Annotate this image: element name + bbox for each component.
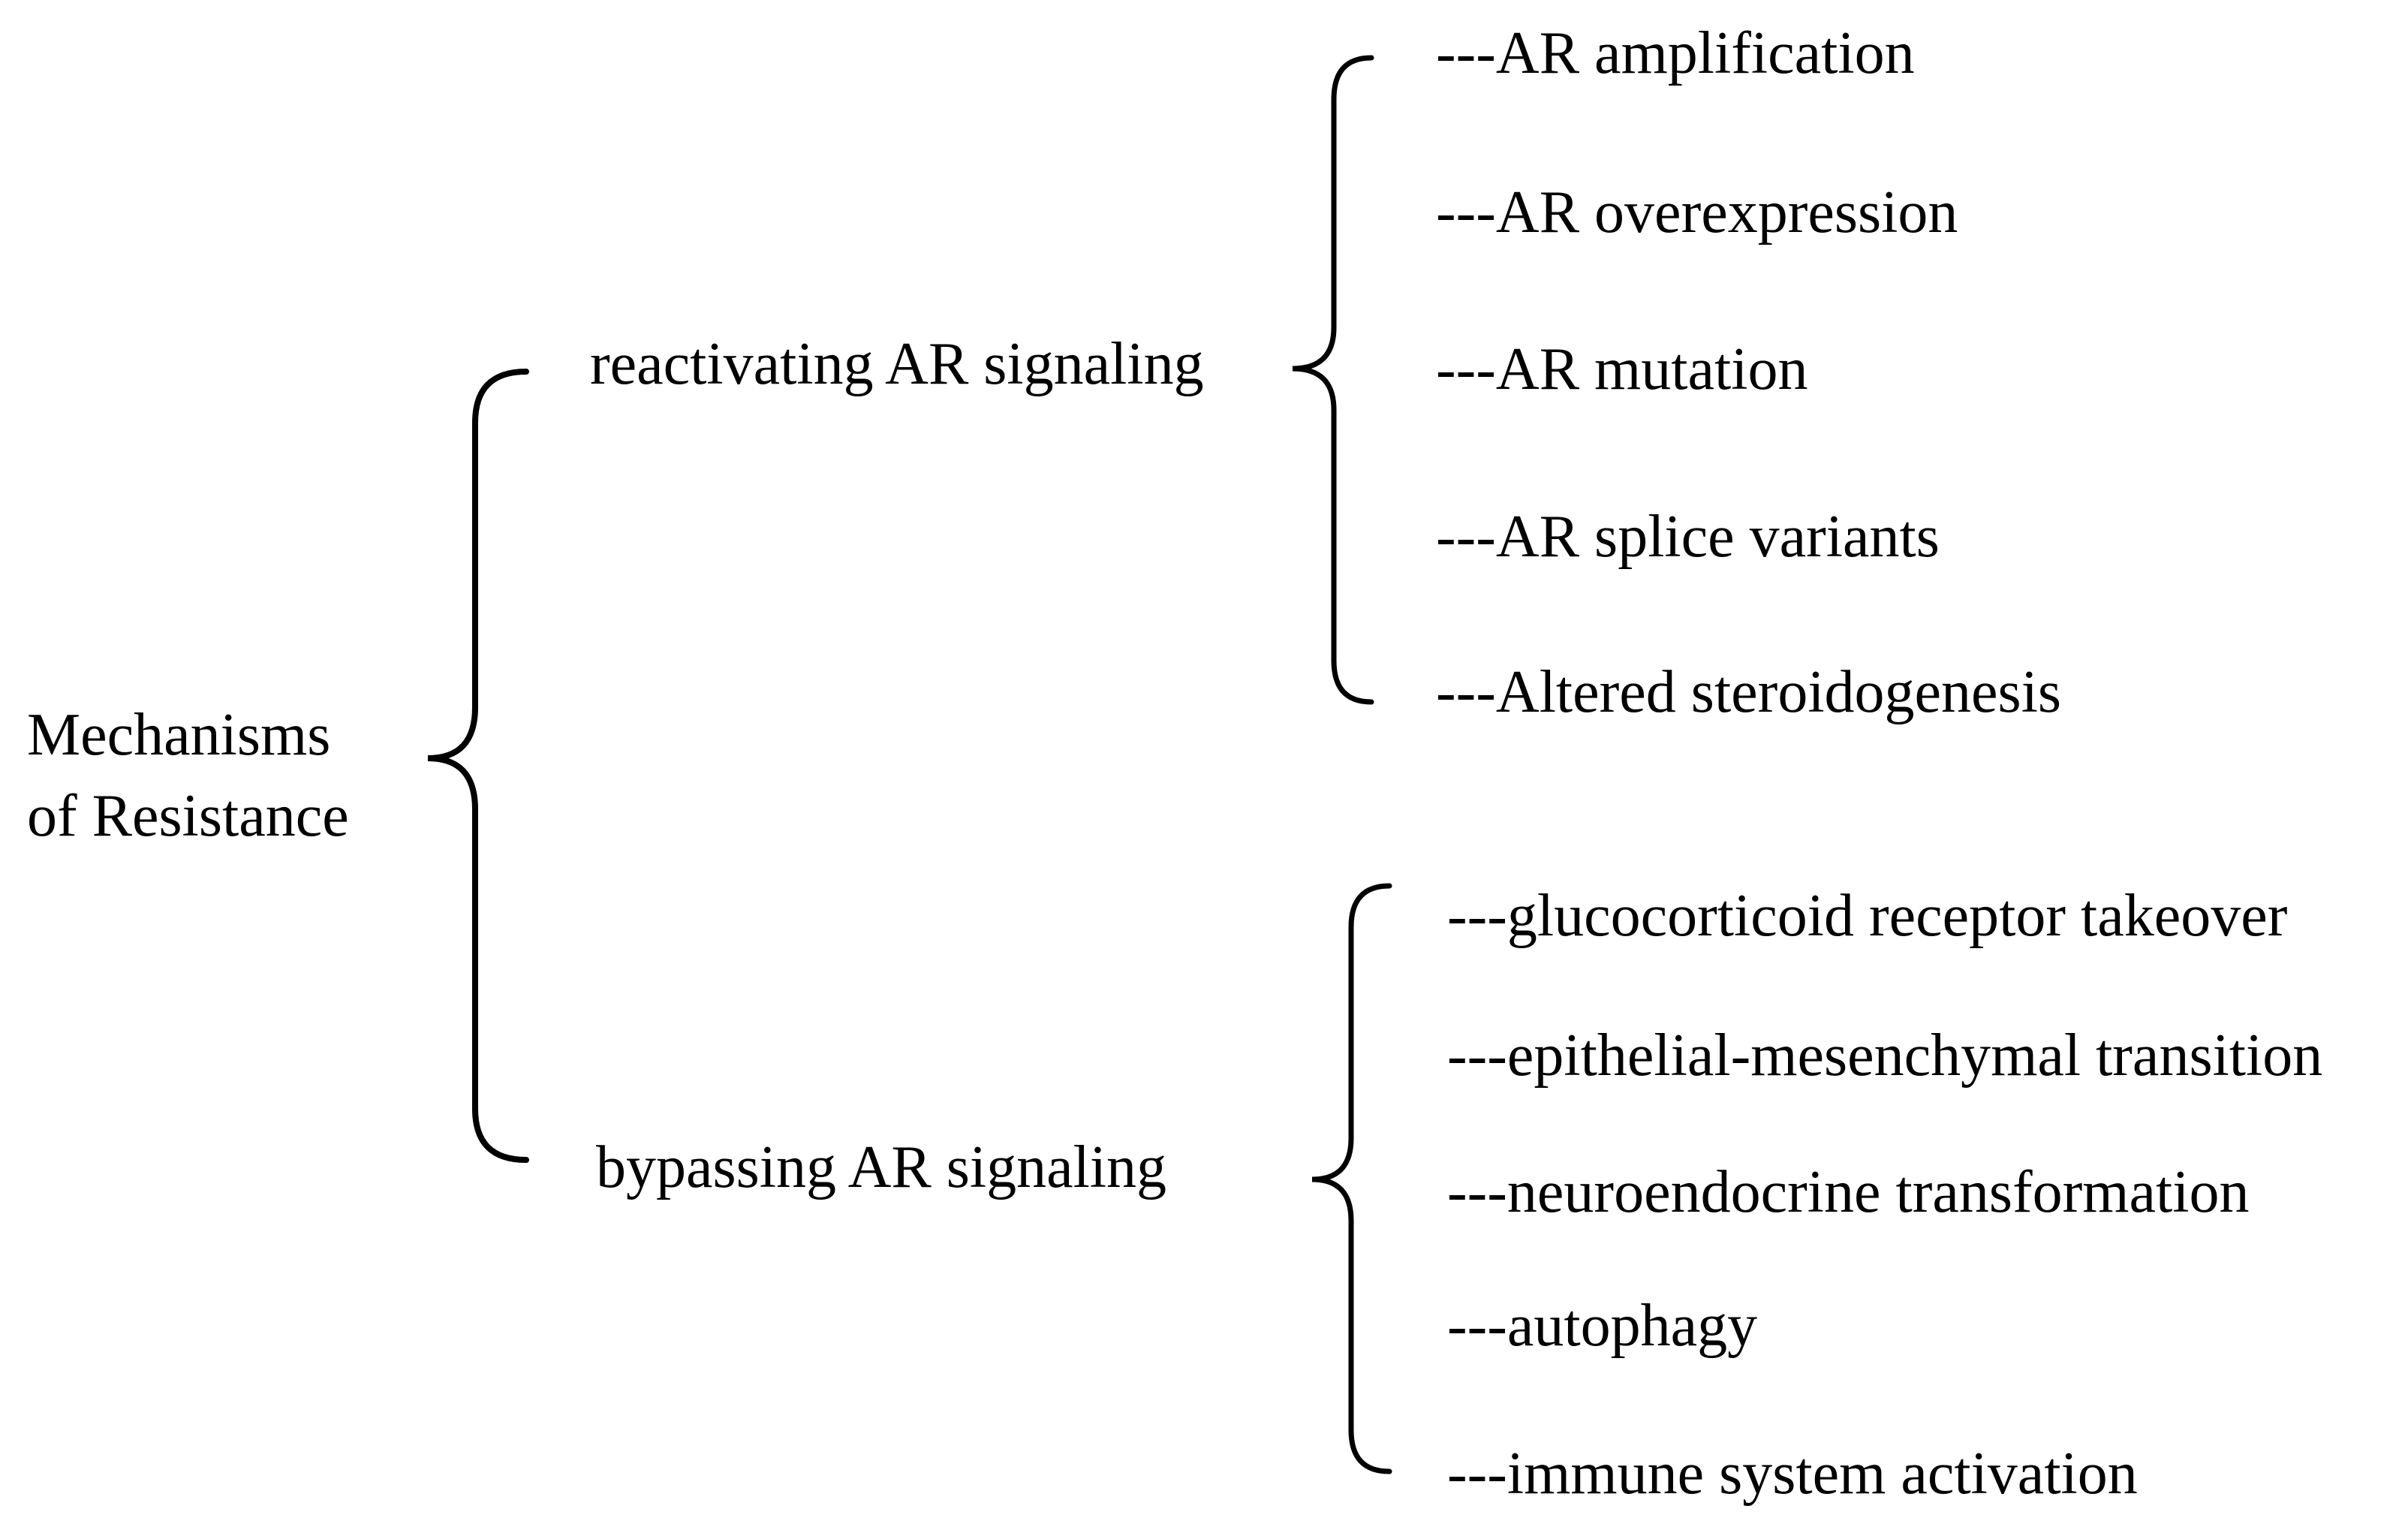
- item-ar-splice-variants: ---AR splice variants: [1436, 504, 1940, 570]
- item-neuroendocrine-transformation: ---neuroendocrine transformation: [1447, 1159, 2250, 1225]
- bypassing-branch-brace: [1311, 883, 1392, 1474]
- item-ar-overexpression: ---AR overexpression: [1436, 179, 1958, 245]
- branch-label-reactivating-ar-signaling: reactivating AR signaling: [590, 331, 1204, 397]
- item-ar-amplification: ---AR amplification: [1436, 20, 1915, 86]
- item-epithelial-mesenchymal-transition: ---epithelial-mesenchymal transition: [1447, 1023, 2323, 1089]
- item-ar-mutation: ---AR mutation: [1436, 336, 1808, 402]
- item-immune-system-activation: ---immune system activation: [1447, 1441, 2138, 1507]
- item-altered-steroidogenesis: ---Altered steroidogenesis: [1436, 659, 2062, 725]
- item-autophagy: ---autophagy: [1447, 1293, 1758, 1359]
- branch-label-bypassing-ar-signaling: bypassing AR signaling: [596, 1134, 1167, 1200]
- root-label-line-2: of Resistance: [27, 783, 349, 849]
- item-glucocorticoid-receptor-takeover: ---glucocorticoid receptor takeover: [1447, 883, 2288, 949]
- root-brace: [427, 369, 529, 1163]
- root-label-line-1: Mechanisms: [27, 702, 331, 768]
- reactivating-branch-brace: [1292, 55, 1374, 705]
